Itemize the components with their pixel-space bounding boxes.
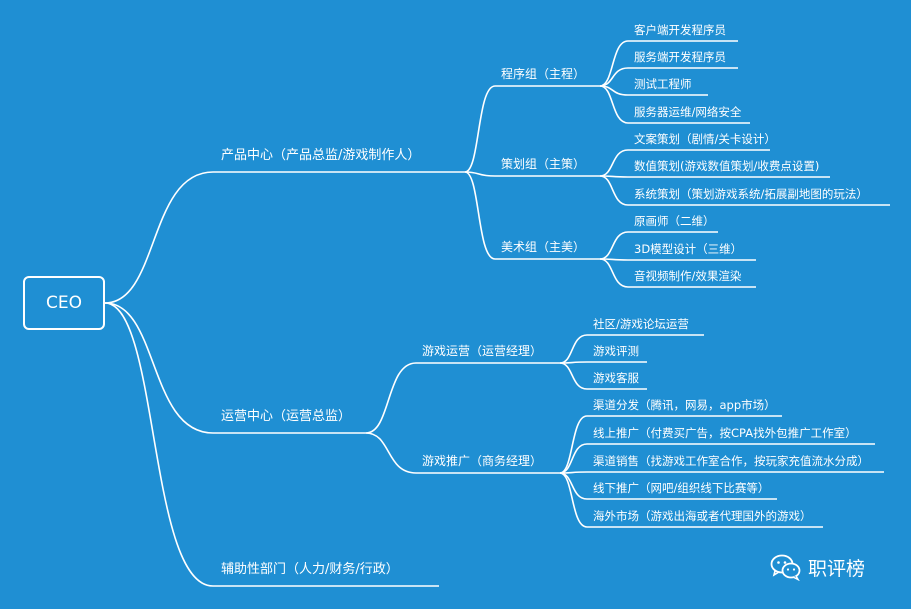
connector-group-role-1-1-4 bbox=[559, 472, 588, 528]
connector-group-role-0-2-2 bbox=[599, 258, 629, 288]
connector-root-dept-2 bbox=[104, 302, 214, 587]
role-label: 线上推广（付费买广告，按CPA找外包推广工作室） bbox=[593, 426, 857, 440]
watermark: 职评榜 bbox=[770, 553, 865, 581]
connector-group-role-1-0-0 bbox=[559, 334, 588, 364]
group-label: 策划组（主策） bbox=[501, 157, 586, 171]
group-label: 美术组（主美） bbox=[501, 240, 586, 254]
connector-group-role-1-1-3 bbox=[559, 472, 588, 500]
group-label: 游戏推广（商务经理） bbox=[422, 454, 543, 468]
connector-dept-group-1-0 bbox=[365, 362, 417, 434]
connector-dept-group-1-1 bbox=[365, 432, 417, 474]
role-label: 测试工程师 bbox=[634, 77, 692, 91]
root-label: CEO bbox=[46, 293, 82, 313]
role-label: 原画师（二维） bbox=[634, 214, 715, 228]
connector-dept-group-0-2 bbox=[464, 171, 496, 260]
role-label: 文案策划（剧情/关卡设计） bbox=[634, 132, 776, 146]
connector-dept-group-0-1 bbox=[464, 171, 496, 177]
role-label: 音视频制作/效果渲染 bbox=[634, 269, 742, 283]
role-label: 渠道销售（找游戏工作室合作，按玩家充值流水分成） bbox=[593, 454, 869, 468]
connector-group-role-0-0-3 bbox=[599, 85, 629, 124]
connector-root-dept-1 bbox=[104, 302, 214, 434]
connector-dept-group-0-0 bbox=[464, 85, 496, 173]
connector-group-role-0-0-0 bbox=[599, 40, 629, 87]
role-label: 客户端开发程序员 bbox=[634, 23, 726, 37]
role-label: 3D模型设计（三维） bbox=[634, 242, 743, 256]
role-label: 海外市场（游戏出海或者代理国外的游戏） bbox=[593, 509, 812, 523]
wechat-icon bbox=[770, 554, 801, 581]
role-label: 服务端开发程序员 bbox=[634, 50, 726, 64]
role-label: 社区/游戏论坛运营 bbox=[593, 317, 689, 331]
group-label: 程序组（主程） bbox=[501, 67, 586, 81]
role-label: 服务器运维/网络安全 bbox=[634, 105, 742, 119]
dept-label: 辅助性部门（人力/财务/行政） bbox=[221, 562, 399, 577]
role-label: 线下推广（网吧/组织线下比赛等） bbox=[593, 481, 770, 495]
root-node-ceo: CEO bbox=[23, 276, 105, 330]
group-label: 游戏运营（运营经理） bbox=[422, 344, 543, 358]
role-label: 系统策划（策划游戏系统/拓展副地图的玩法） bbox=[634, 187, 868, 201]
connector-group-role-0-1-0 bbox=[599, 149, 629, 177]
connector-group-role-0-2-0 bbox=[599, 231, 629, 260]
connector-root-dept-0 bbox=[104, 171, 214, 304]
connector-group-role-0-1-2 bbox=[599, 175, 629, 206]
dept-label: 产品中心（产品总监/游戏制作人） bbox=[221, 148, 421, 163]
role-label: 游戏评测 bbox=[593, 344, 639, 358]
role-label: 数值策划(游戏数值策划/收费点设置) bbox=[634, 159, 820, 173]
connector-group-role-1-0-2 bbox=[559, 362, 588, 390]
dept-label: 运营中心（运营总监） bbox=[221, 409, 352, 424]
role-label: 渠道分发（腾讯，网易，app市场） bbox=[593, 398, 776, 412]
watermark-text: 职评榜 bbox=[808, 557, 866, 580]
role-label: 游戏客服 bbox=[593, 371, 639, 385]
connector-group-role-1-1-1 bbox=[559, 443, 588, 474]
